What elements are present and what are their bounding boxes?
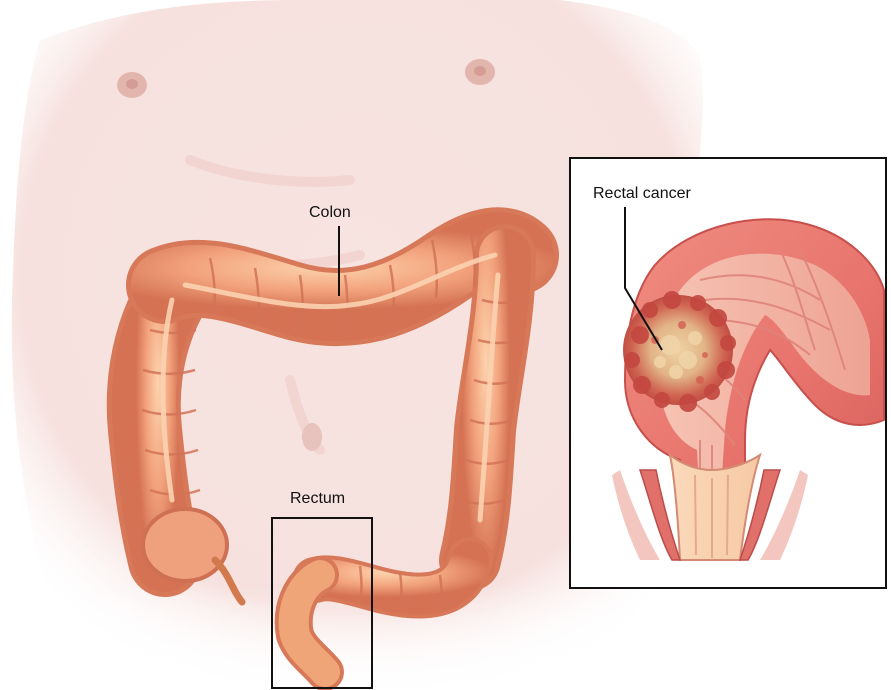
rectum-label: Rectum	[290, 490, 345, 508]
navel	[302, 423, 322, 451]
right-nipple-center	[474, 66, 486, 76]
cecum	[143, 509, 227, 581]
rectal-cancer-label: Rectal cancer	[593, 185, 691, 203]
rectal-cancer-inset	[570, 158, 886, 588]
colon-label: Colon	[309, 204, 351, 222]
left-nipple-center	[126, 79, 138, 89]
